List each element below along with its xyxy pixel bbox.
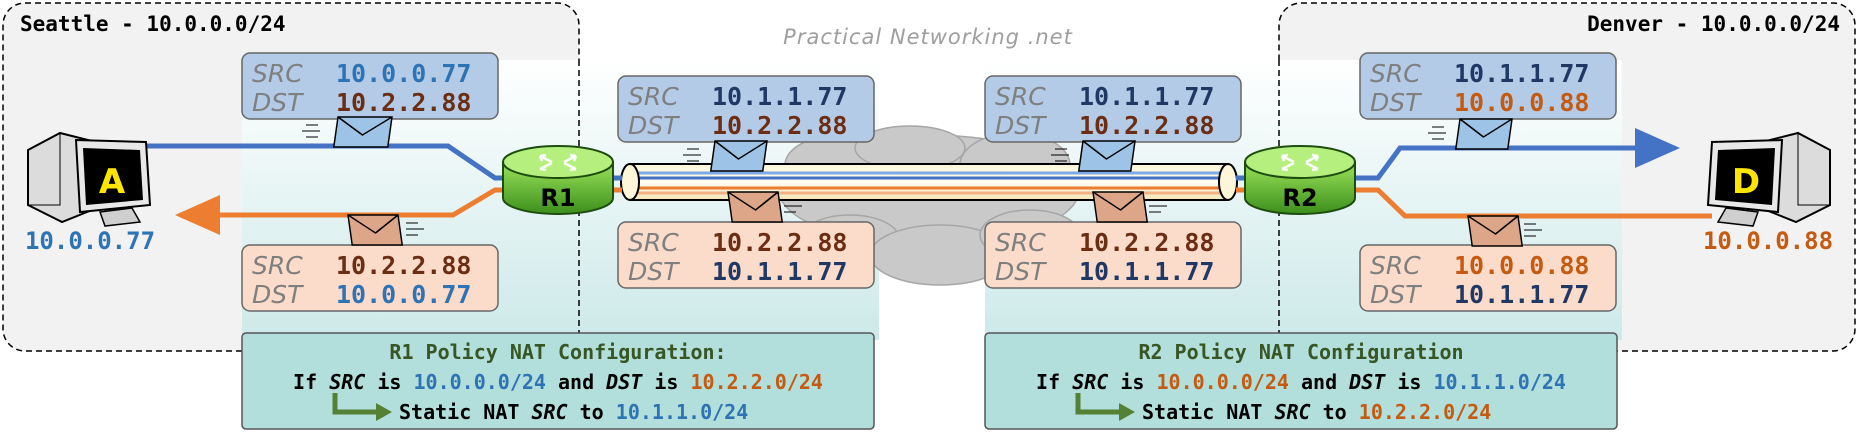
src-ip: 10.2.2.88 bbox=[712, 228, 847, 257]
src-label: SRC bbox=[252, 59, 303, 88]
dst-label: DST bbox=[628, 257, 680, 286]
router-r2-label: R2 bbox=[1282, 184, 1317, 212]
dst-ip: 10.2.2.88 bbox=[712, 111, 847, 140]
src-label: SRC bbox=[1370, 59, 1421, 88]
router-r2-icon[interactable] bbox=[1244, 145, 1356, 215]
dst-label: DST bbox=[995, 111, 1047, 140]
dst-ip: 10.1.1.77 bbox=[712, 257, 847, 286]
dst-ip: 10.1.1.77 bbox=[1079, 257, 1214, 286]
r1-config-box bbox=[241, 332, 875, 430]
r1-config-title: R1 Policy NAT Configuration: bbox=[389, 340, 726, 364]
src-ip: 10.1.1.77 bbox=[1454, 59, 1589, 88]
dst-ip: 10.0.0.77 bbox=[336, 280, 471, 309]
dst-label: DST bbox=[252, 88, 304, 117]
src-label: SRC bbox=[628, 82, 679, 111]
dst-label: DST bbox=[628, 111, 680, 140]
r2-config-title: R2 Policy NAT Configuration bbox=[1138, 340, 1463, 364]
router-r1-label: R1 bbox=[540, 184, 575, 212]
dst-label: DST bbox=[1370, 88, 1422, 117]
router-r1-icon[interactable] bbox=[502, 145, 614, 215]
src-label: SRC bbox=[628, 228, 679, 257]
src-ip: 10.0.0.77 bbox=[336, 59, 471, 88]
host-d-computer-icon[interactable] bbox=[1706, 131, 1831, 227]
dst-label: DST bbox=[252, 280, 304, 309]
envelope-icon bbox=[302, 116, 1542, 247]
dst-ip: 10.2.2.88 bbox=[1079, 111, 1214, 140]
r1-config-rule: If SRC is 10.0.0.0/24 and DST is 10.2.2.… bbox=[293, 370, 823, 394]
denver-outbound-line bbox=[1350, 187, 1712, 219]
src-label: SRC bbox=[995, 82, 1046, 111]
seattle-site-title: Seattle - 10.0.0.0/24 bbox=[20, 12, 286, 36]
dst-label: DST bbox=[995, 257, 1047, 286]
host-a-ip: 10.0.0.77 bbox=[25, 227, 155, 255]
host-a-computer-icon[interactable] bbox=[27, 131, 152, 227]
r2-config-rule: If SRC is 10.0.0.0/24 and DST is 10.1.1.… bbox=[1036, 370, 1566, 394]
brand-watermark: Practical Networking .net bbox=[783, 25, 1073, 49]
src-ip: 10.2.2.88 bbox=[336, 251, 471, 280]
src-label: SRC bbox=[252, 251, 303, 280]
host-d-ip: 10.0.0.88 bbox=[1703, 227, 1833, 255]
dst-ip: 10.0.0.88 bbox=[1454, 88, 1589, 117]
r2-config-arrow-icon bbox=[1075, 393, 1121, 415]
src-label: SRC bbox=[995, 228, 1046, 257]
host-d-label: D bbox=[1732, 162, 1760, 202]
src-ip: 10.1.1.77 bbox=[1079, 82, 1214, 111]
dst-ip: 10.1.1.77 bbox=[1454, 280, 1589, 309]
src-ip: 10.0.0.88 bbox=[1454, 251, 1589, 280]
dst-ip: 10.2.2.88 bbox=[336, 88, 471, 117]
r2-config-action: Static NAT SRC to 10.2.2.0/24 bbox=[1142, 400, 1491, 424]
src-ip: 10.2.2.88 bbox=[1079, 228, 1214, 257]
src-label: SRC bbox=[1370, 251, 1421, 280]
src-ip: 10.1.1.77 bbox=[712, 82, 847, 111]
host-a-label: A bbox=[99, 162, 126, 202]
r1-config-action: Static NAT SRC to 10.1.1.0/24 bbox=[399, 400, 748, 424]
r2-config-box bbox=[984, 332, 1618, 430]
dst-label: DST bbox=[1370, 280, 1422, 309]
r1-config-arrow-icon bbox=[332, 393, 378, 415]
denver-inbound-line bbox=[1350, 128, 1680, 181]
denver-site-title: Denver - 10.0.0.0/24 bbox=[1587, 12, 1840, 36]
